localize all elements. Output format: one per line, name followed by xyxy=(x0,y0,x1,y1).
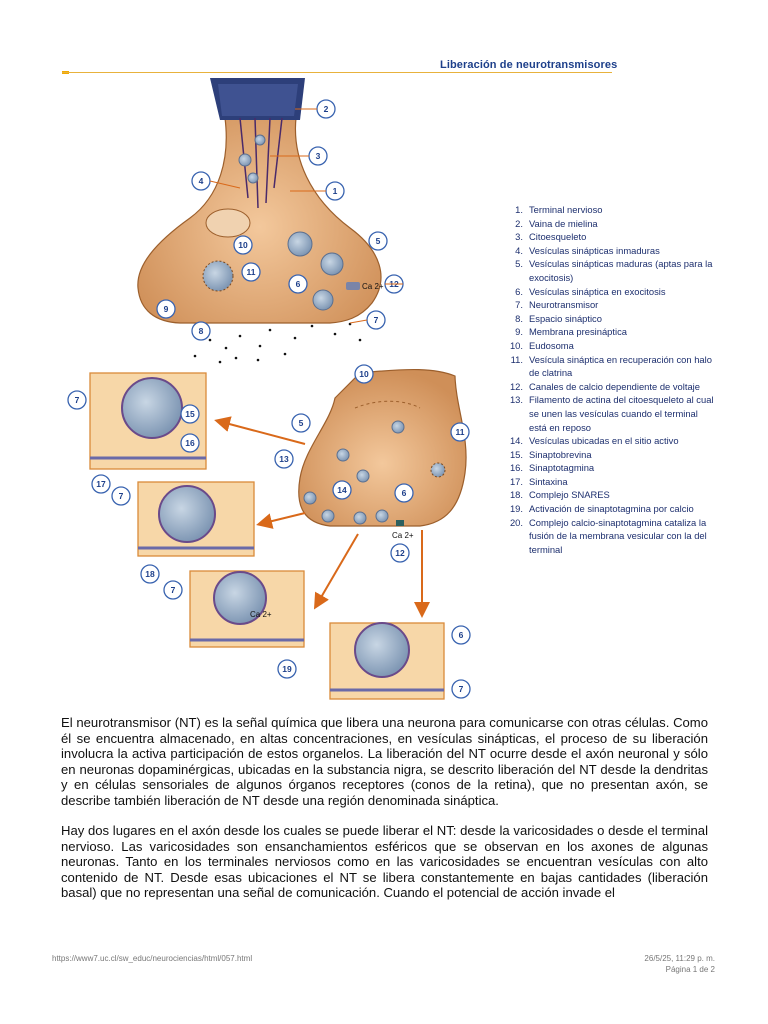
svg-text:7: 7 xyxy=(374,315,379,325)
callout-marker: 16 xyxy=(181,434,199,452)
terminal-body-2 xyxy=(299,370,466,526)
legend-item: 16.Sinaptotagmina xyxy=(503,461,715,475)
panel-b xyxy=(138,482,254,556)
svg-text:10: 10 xyxy=(359,369,369,379)
panel-d xyxy=(330,623,444,699)
main-terminal: Ca 2+ xyxy=(138,78,384,363)
callout-marker: 18 xyxy=(141,565,159,583)
legend-item: 6.Vesículas sináptica en exocitosis xyxy=(503,285,715,299)
legend-item: 19.Activación de sinaptotagmina por calc… xyxy=(503,502,715,516)
legend-item: 3.Citoesqueleto xyxy=(503,230,715,244)
footer-date: 26/5/25, 11:29 p. m. xyxy=(644,954,715,963)
svg-text:3: 3 xyxy=(316,151,321,161)
callout-marker: 12 xyxy=(391,544,409,562)
legend-item: 18.Complejo SNARES xyxy=(503,488,715,502)
svg-text:17: 17 xyxy=(96,479,106,489)
callout-marker: 6 xyxy=(289,275,307,293)
svg-text:6: 6 xyxy=(402,488,407,498)
svg-text:16: 16 xyxy=(185,438,195,448)
legend-item: 2.Vaina de mielina xyxy=(503,217,715,231)
callout-marker: 17 xyxy=(92,475,110,493)
callout-marker: 2 xyxy=(317,100,335,118)
callout-marker: 6 xyxy=(452,626,470,644)
neurotransmitter-dots xyxy=(194,323,362,364)
svg-text:13: 13 xyxy=(279,454,289,464)
legend-item: 5.Vesículas sinápticas maduras (aptas pa… xyxy=(503,257,715,284)
legend-item: 12.Canales de calcio dependiente de volt… xyxy=(503,380,715,394)
svg-text:2: 2 xyxy=(324,104,329,114)
body-paragraph-2: Hay dos lugares en el axón desde los cua… xyxy=(61,823,708,901)
callout-marker: 4 xyxy=(192,172,210,190)
svg-text:19: 19 xyxy=(282,664,292,674)
ca-label: Ca 2+ xyxy=(362,282,384,291)
legend-item: 4.Vesículas sinápticas inmaduras xyxy=(503,244,715,258)
legend-item: 14.Vesículas ubicadas en el sitio activo xyxy=(503,434,715,448)
legend-item: 8.Espacio sináptico xyxy=(503,312,715,326)
svg-text:7: 7 xyxy=(459,684,464,694)
body-paragraph-1: El neurotransmisor (NT) es la señal quím… xyxy=(61,715,708,809)
callout-marker: 13 xyxy=(275,450,293,468)
callout-marker: 5 xyxy=(369,232,387,250)
ca-label: Ca 2+ xyxy=(250,610,272,619)
svg-text:7: 7 xyxy=(119,491,124,501)
mature-vesicle xyxy=(288,232,312,256)
callout-marker: 1 xyxy=(326,182,344,200)
callout-marker: 9 xyxy=(157,300,175,318)
callout-marker: 11 xyxy=(242,263,260,281)
footer-page-number: Página 1 de 2 xyxy=(666,965,715,974)
svg-text:6: 6 xyxy=(296,279,301,289)
legend-item: 11.Vesícula sináptica en recuperación co… xyxy=(503,353,715,380)
callout-marker: 3 xyxy=(309,147,327,165)
callout-marker: 11 xyxy=(451,423,469,441)
legend-item: 9.Membrana presináptica xyxy=(503,325,715,339)
legend-item: 1.Terminal nervioso xyxy=(503,203,715,217)
callout-marker: 10 xyxy=(355,365,373,383)
callout-marker: 7 xyxy=(112,487,130,505)
secondary-terminal: Ca 2+ xyxy=(299,370,466,540)
svg-text:7: 7 xyxy=(171,585,176,595)
callout-marker: 19 xyxy=(278,660,296,678)
endosome xyxy=(206,209,250,237)
page-title: Liberación de neurotransmisores xyxy=(440,59,617,71)
svg-text:11: 11 xyxy=(247,267,256,277)
legend-item: 15.Sinaptobrevina xyxy=(503,448,715,462)
svg-text:1: 1 xyxy=(333,186,338,196)
callout-marker: 7 xyxy=(68,391,86,409)
callout-marker: 5 xyxy=(292,414,310,432)
svg-text:10: 10 xyxy=(238,240,248,250)
panel-c: Ca 2+ xyxy=(190,571,304,647)
legend-item: 13.Filamento de actina del citoesqueleto… xyxy=(503,393,715,434)
legend-item: 20.Complejo calcio-sinaptotagmina catali… xyxy=(503,516,715,557)
svg-text:11: 11 xyxy=(456,427,465,437)
callout-marker: 7 xyxy=(367,311,385,329)
svg-text:4: 4 xyxy=(199,176,204,186)
svg-text:9: 9 xyxy=(164,304,169,314)
svg-text:8: 8 xyxy=(199,326,204,336)
callout-marker: 7 xyxy=(164,581,182,599)
legend-item: 17.Sintaxina xyxy=(503,475,715,489)
clathrin-vesicle xyxy=(203,261,233,291)
legend-item: 7.Neurotransmisor xyxy=(503,298,715,312)
svg-text:18: 18 xyxy=(145,569,155,579)
footer-url: https://www7.uc.cl/sw_educ/neurociencias… xyxy=(52,954,252,963)
callout-marker: 14 xyxy=(333,481,351,499)
callout-marker: 15 xyxy=(181,405,199,423)
svg-text:7: 7 xyxy=(75,395,80,405)
svg-text:15: 15 xyxy=(185,409,195,419)
ca-label: Ca 2+ xyxy=(392,531,414,540)
callout-marker: 10 xyxy=(234,236,252,254)
callout-marker: 7 xyxy=(452,680,470,698)
calcium-channel xyxy=(346,282,360,290)
svg-text:14: 14 xyxy=(337,485,347,495)
legend-item: 10.Eudosoma xyxy=(503,339,715,353)
callout-marker: 6 xyxy=(395,484,413,502)
callout-marker: 8 xyxy=(192,322,210,340)
header-rule xyxy=(62,72,612,73)
svg-text:12: 12 xyxy=(395,548,405,558)
svg-text:5: 5 xyxy=(299,418,304,428)
figure-legend: 1.Terminal nervioso 2.Vaina de mielina 3… xyxy=(503,203,715,556)
svg-text:5: 5 xyxy=(376,236,381,246)
svg-text:6: 6 xyxy=(459,630,464,640)
